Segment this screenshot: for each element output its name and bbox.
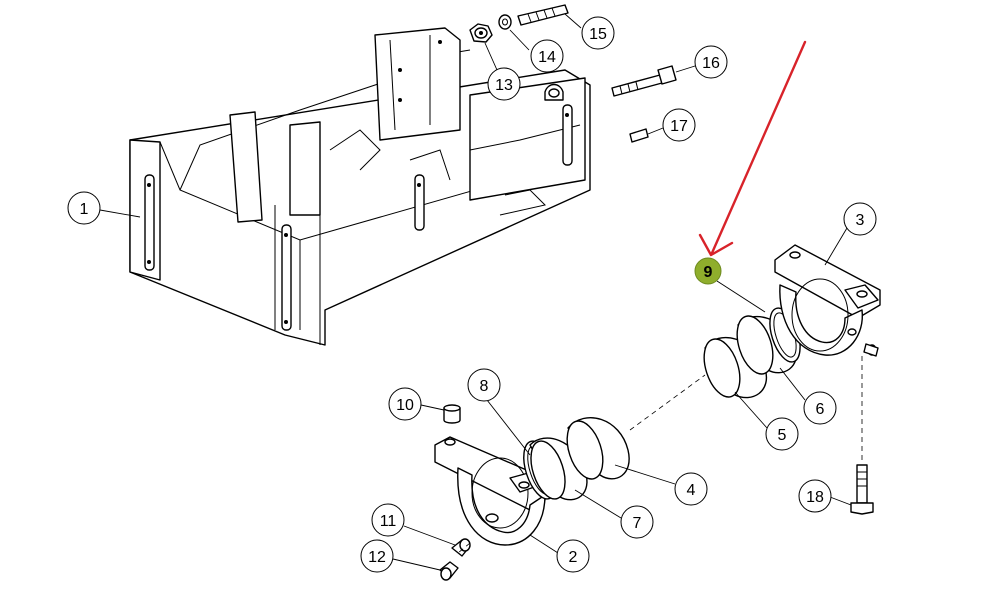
callout-17: 17 — [662, 108, 696, 142]
callout-14: 14 — [530, 39, 564, 73]
callout-6: 6 — [803, 391, 837, 425]
callout-4: 4 — [674, 472, 708, 506]
washer-14 — [498, 14, 512, 30]
bolt-16 — [611, 65, 677, 97]
callout-label-2: 2 — [569, 549, 578, 566]
small-fitting-near-3 — [863, 343, 879, 357]
callout-label-12: 12 — [368, 549, 386, 566]
callout-label-14: 14 — [538, 49, 556, 66]
highlight-arrow — [698, 40, 807, 257]
grease-nipple-12 — [439, 561, 459, 581]
callout-label-16: 16 — [702, 55, 720, 72]
callout-label-15: 15 — [589, 26, 607, 43]
bushing-5 — [703, 337, 768, 399]
callout-15: 15 — [581, 16, 615, 50]
leader-lines — [99, 13, 852, 571]
callout-8: 8 — [467, 368, 501, 402]
callout-label-5: 5 — [778, 427, 787, 444]
callout-16: 16 — [694, 45, 728, 79]
callout-label-13: 13 — [495, 77, 513, 94]
upper-bracket — [774, 244, 881, 356]
callout-3: 3 — [843, 202, 877, 236]
callout-label-1: 1 — [80, 201, 89, 218]
callout-label-4: 4 — [687, 482, 696, 499]
bushing-10 — [443, 404, 461, 424]
lower-bracket — [434, 436, 546, 546]
callout-label-3: 3 — [856, 212, 865, 229]
callout-9: 9 — [694, 257, 722, 285]
callout-11: 11 — [371, 503, 405, 537]
callout-label-6: 6 — [816, 401, 825, 418]
callout-label-7: 7 — [633, 515, 642, 532]
callout-label-8: 8 — [480, 378, 489, 395]
grease-nipple-11 — [451, 538, 471, 557]
frame-housing — [129, 27, 591, 346]
callout-13: 13 — [487, 67, 521, 101]
axis-center-line — [629, 374, 706, 431]
callout-5: 5 — [765, 417, 799, 451]
stud-15 — [517, 4, 569, 26]
callout-label-9: 9 — [704, 264, 713, 281]
callout-label-11: 11 — [380, 513, 397, 530]
callout-label-18: 18 — [806, 489, 824, 506]
pin-17 — [629, 128, 649, 143]
bushing-4 — [566, 417, 630, 480]
callout-label-10: 10 — [396, 397, 414, 414]
callout-2: 2 — [556, 539, 590, 573]
callout-18: 18 — [798, 479, 832, 513]
callout-label-17: 17 — [670, 118, 688, 135]
nut-13 — [469, 23, 493, 43]
callout-12: 12 — [360, 539, 394, 573]
bolt-18 — [850, 464, 874, 515]
callout-10: 10 — [388, 387, 422, 421]
callout-7: 7 — [620, 505, 654, 539]
fitting-center-line — [457, 542, 471, 554]
callout-1: 1 — [67, 191, 101, 225]
